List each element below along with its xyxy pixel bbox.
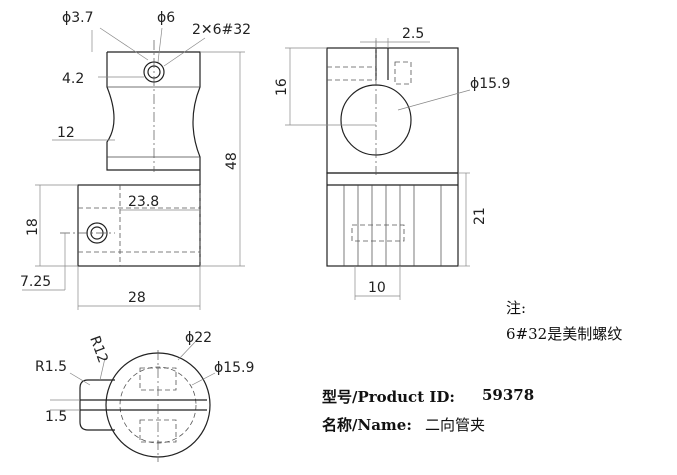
front-upper-outline [106,51,201,185]
dim-leader [99,357,106,381]
note-title: 注: [506,299,527,317]
dim-leader [177,341,196,361]
dim-48: 48 [224,152,240,170]
product-id-value: 59378 [482,386,535,404]
dim-r12: R12 [86,334,110,365]
dim-12: 12 [57,125,75,141]
side-slot [375,48,389,80]
note-thread: 6#32是美制螺纹 [506,325,623,343]
dim-d37: ϕ3.7 [62,10,94,26]
side-hidden-screw [394,61,412,85]
dim-25: 2.5 [402,26,424,42]
side-view: 2.5 16 ϕ15.9 21 10 [274,26,510,300]
dim-725: 7.25 [20,274,51,290]
dim-10: 10 [368,280,386,296]
dim-r15: R1.5 [35,359,67,375]
dim-21: 21 [472,207,488,225]
dim-16: 16 [274,78,290,96]
side-hidden-screw-lower [351,224,405,242]
dim-d159-side: ϕ15.9 [470,76,510,92]
dim-leader-bore [397,89,471,111]
dim-d22: ϕ22 [185,330,212,346]
dim-238: 23.8 [128,194,159,210]
dim-leader [69,372,91,386]
dim-42: 4.2 [62,71,84,87]
dim-leader [99,27,149,61]
front-view: ϕ3.7 ϕ6 2✕6#32 4.2 12 48 23.8 18 7.25 28 [20,10,251,310]
top-tab [79,379,115,431]
product-id-label: 型号/Product ID: [322,388,455,406]
top-view: R1.5 R12 ϕ22 ϕ15.9 1.5 [35,330,254,462]
dim-18: 18 [25,218,41,236]
dim-leader [157,27,163,63]
side-lower-block [326,172,459,267]
product-name-label: 名称/Name: [322,416,412,434]
dim-thread: 2✕6#32 [192,22,251,38]
dim-d159-top: ϕ15.9 [214,360,254,376]
dim-leader [191,372,216,386]
product-name-value: 二向管夹 [425,416,486,434]
dim-15: 1.5 [45,409,67,425]
dim-28: 28 [128,290,146,306]
dim-leader [163,37,206,67]
dim-d6: ϕ6 [157,10,175,26]
